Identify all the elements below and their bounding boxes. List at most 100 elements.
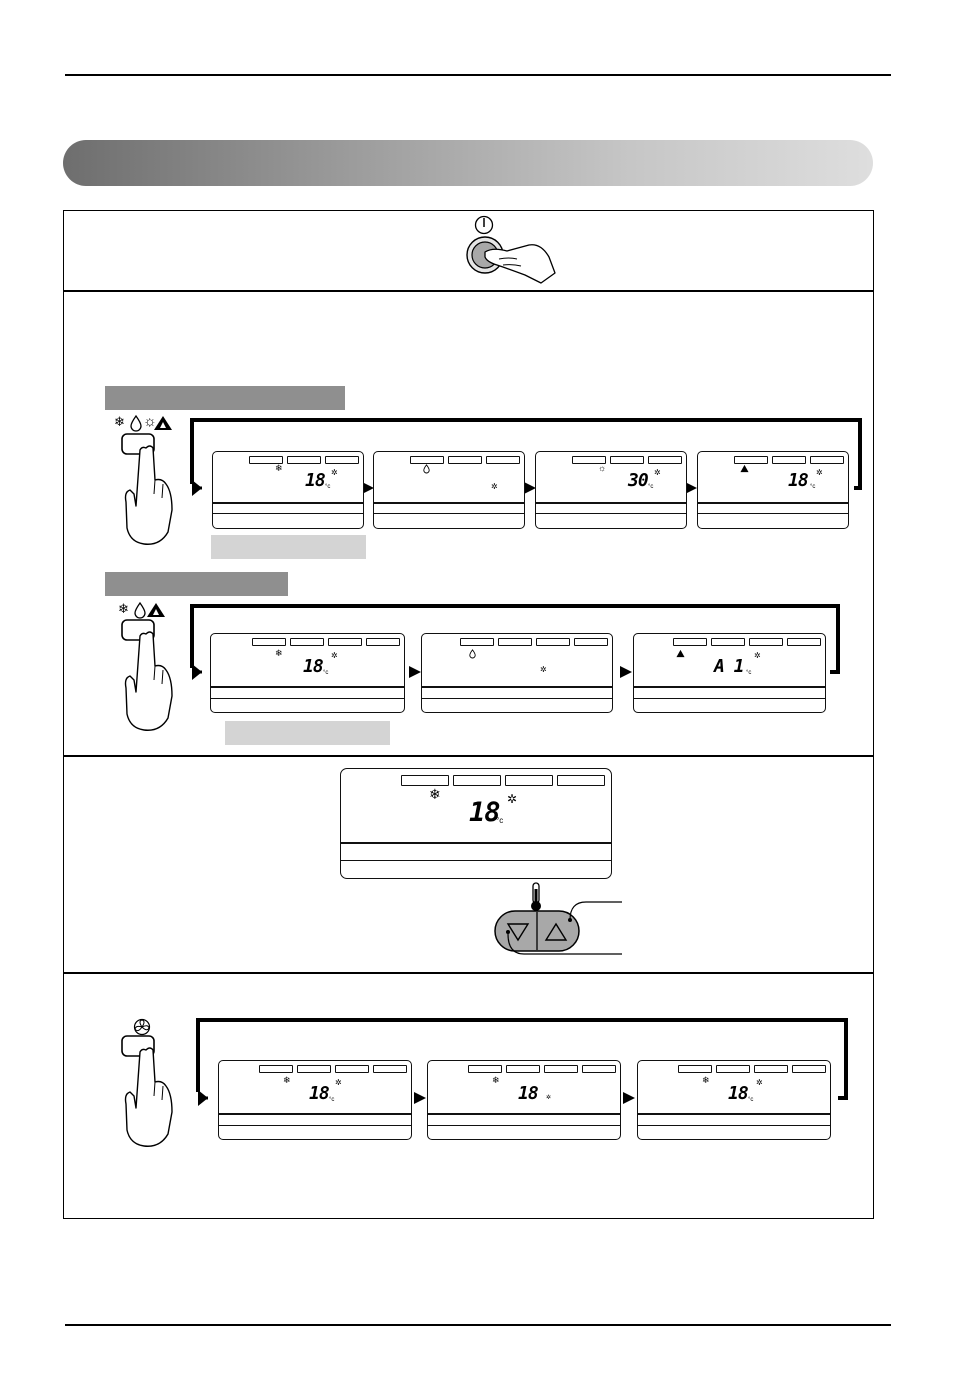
lcd-indicator-tab bbox=[486, 456, 520, 464]
lcd-indicator-tabs bbox=[734, 456, 844, 464]
lcd-indicator-tab bbox=[297, 1065, 331, 1073]
auto-icon bbox=[740, 464, 749, 475]
lcd-display-panel: ☼ 30°c ✲ bbox=[535, 451, 687, 529]
snowflake-icon: ❄ bbox=[275, 648, 283, 658]
lcd-temperature: 18 bbox=[728, 1083, 749, 1104]
caption-bar-a bbox=[211, 535, 366, 559]
lcd-indicator-tab bbox=[716, 1065, 750, 1073]
lcd-indicator-tab bbox=[287, 456, 321, 464]
cycle-bracket-a bbox=[190, 418, 862, 496]
fan-speed-icon: ✲ bbox=[540, 665, 547, 674]
lcd-display-panel: ❄18°c✲ bbox=[637, 1060, 831, 1140]
lcd-unit: °c bbox=[746, 670, 752, 676]
lcd-indicator-tab bbox=[572, 456, 606, 464]
mode-icons-a: ❄ ☼ bbox=[114, 414, 174, 432]
lcd-indicator-tab bbox=[810, 456, 844, 464]
lcd-indicator-tab bbox=[711, 638, 745, 646]
lcd-divider bbox=[428, 1125, 620, 1126]
model-label-bar-b bbox=[105, 572, 288, 596]
row-divider bbox=[63, 290, 874, 292]
lcd-indicator-tab bbox=[468, 1065, 502, 1073]
lcd-divider bbox=[634, 686, 825, 688]
lcd-divider bbox=[213, 502, 363, 504]
fan-speed-icon: ✲ bbox=[546, 1095, 552, 1101]
lcd-temperature: A 1 bbox=[714, 656, 744, 677]
lcd-temperature: 18 bbox=[305, 470, 326, 491]
cycle-bracket-b bbox=[190, 604, 840, 680]
lcd-temperature: 18 bbox=[518, 1083, 539, 1104]
lcd-divider bbox=[341, 860, 611, 861]
snowflake-icon: ❄ bbox=[283, 1075, 291, 1085]
lcd-indicator-tab bbox=[557, 775, 605, 786]
lcd-indicator-tab bbox=[792, 1065, 826, 1073]
top-rule bbox=[65, 74, 891, 76]
auto-icon bbox=[676, 649, 685, 660]
lcd-temperature: 18 bbox=[469, 797, 501, 828]
lcd-indicator-tabs bbox=[468, 1065, 616, 1073]
lcd-indicator-tab bbox=[536, 638, 570, 646]
power-button[interactable] bbox=[463, 235, 563, 291]
fan-speed-icon: ✲ bbox=[331, 468, 338, 477]
fan-speed-icon: ✲ bbox=[654, 468, 661, 477]
lcd-indicator-tab bbox=[401, 775, 449, 786]
row-divider bbox=[63, 755, 874, 757]
lcd-unit: °c bbox=[648, 484, 654, 490]
temp-down-button[interactable] bbox=[496, 912, 540, 950]
lcd-display-panel: 18°c✲ bbox=[697, 451, 849, 529]
lcd-divider bbox=[211, 686, 404, 688]
lcd-indicator-tab bbox=[582, 1065, 616, 1073]
row-divider bbox=[63, 972, 874, 974]
lcd-display-panel: ❄ 18°c ✲ bbox=[210, 633, 405, 713]
instruction-table bbox=[63, 210, 874, 1219]
lcd-indicator-tab bbox=[772, 456, 806, 464]
lcd-display-panel: ✲ bbox=[421, 633, 613, 713]
lcd-divider bbox=[536, 513, 686, 514]
lcd-indicator-tab bbox=[734, 456, 768, 464]
lcd-temperature: 18 bbox=[788, 470, 809, 491]
lcd-indicator-tab bbox=[290, 638, 324, 646]
model-label-bar-a bbox=[105, 386, 345, 410]
temp-up-button[interactable] bbox=[538, 912, 578, 950]
lcd-indicator-tab bbox=[544, 1065, 578, 1073]
lcd-temperature: 18 bbox=[309, 1083, 330, 1104]
lcd-divider bbox=[428, 1113, 620, 1115]
lcd-divider bbox=[219, 1125, 411, 1126]
caption-bar-b bbox=[225, 721, 390, 745]
lcd-indicator-tab bbox=[448, 456, 482, 464]
callout-lines bbox=[506, 901, 622, 955]
lcd-indicator-tab bbox=[259, 1065, 293, 1073]
drop-icon bbox=[468, 649, 477, 660]
fan-speed-icon: ✲ bbox=[816, 468, 823, 477]
cycle-bracket-fan bbox=[196, 1018, 848, 1106]
mode-button-a[interactable] bbox=[110, 432, 180, 550]
snowflake-icon: ❄ bbox=[429, 786, 441, 802]
lcd-divider bbox=[211, 698, 404, 699]
sun-icon: ☼ bbox=[598, 463, 607, 473]
lcd-indicator-tab bbox=[373, 1065, 407, 1073]
lcd-indicator-tab bbox=[453, 775, 501, 786]
fan-icon bbox=[132, 1018, 152, 1036]
lcd-unit: °c bbox=[323, 670, 329, 676]
lcd-indicator-tabs bbox=[572, 456, 682, 464]
lcd-indicator-tab bbox=[574, 638, 608, 646]
lcd-indicator-tab bbox=[610, 456, 644, 464]
lcd-indicator-tab bbox=[335, 1065, 369, 1073]
lcd-temperature: 18 bbox=[303, 656, 324, 677]
lcd-unit: °c bbox=[329, 1097, 335, 1103]
lcd-indicator-tab bbox=[678, 1065, 712, 1073]
fan-speed-button[interactable] bbox=[110, 1034, 180, 1152]
drop-icon bbox=[134, 601, 146, 619]
lcd-indicator-tab bbox=[673, 638, 707, 646]
lcd-indicator-tabs bbox=[252, 638, 400, 646]
section-banner bbox=[63, 140, 873, 186]
snowflake-icon: ❄ bbox=[492, 1075, 500, 1085]
lcd-divider bbox=[698, 513, 848, 514]
lcd-indicator-tabs bbox=[673, 638, 821, 646]
fan-speed-icon: ✲ bbox=[331, 651, 338, 660]
lcd-indicator-tab bbox=[410, 456, 444, 464]
mode-button-b[interactable] bbox=[110, 618, 180, 736]
snowflake-icon: ❄ bbox=[118, 601, 129, 616]
fan-speed-icon: ✲ bbox=[756, 1078, 763, 1087]
lcd-divider bbox=[374, 502, 524, 504]
lcd-temperature: 30 bbox=[628, 470, 649, 491]
